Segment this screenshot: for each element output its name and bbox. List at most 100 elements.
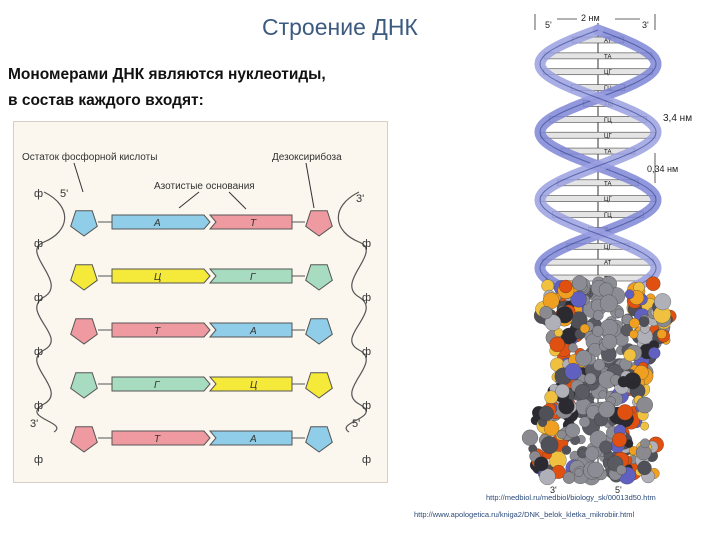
base-pair-label: ГЦ: [604, 213, 612, 219]
atom-sphere: [557, 429, 567, 440]
base-right: [208, 214, 293, 230]
strand-2-edge: [539, 29, 657, 289]
base-left: [111, 430, 211, 446]
base-pair-rung: [543, 52, 653, 60]
page-title: Строение ДНК: [262, 14, 418, 40]
base-letter-left: Ц: [154, 272, 161, 283]
end-5-top: 5': [60, 188, 68, 200]
base-letter-right: Т: [250, 218, 257, 229]
intro-text: Мономерами ДНК являются нуклеотиды, в со…: [8, 62, 326, 114]
atom-sphere: [540, 436, 559, 454]
atom-sphere: [534, 456, 549, 472]
base-letter-left: Т: [154, 326, 161, 337]
nucleotide-diagram-canvas: Остаток фосфорной кислоты Дезоксирибоза …: [22, 151, 371, 466]
base-pair-label: ЦГ: [604, 197, 612, 203]
atom-sphere: [570, 291, 587, 308]
label-bases: Азотистые основания: [154, 181, 255, 192]
atom-sphere: [640, 421, 649, 431]
strand-1-edge: [539, 29, 657, 289]
helix-end-3-bottom: 3': [550, 485, 557, 493]
atom-sphere: [585, 446, 600, 461]
sugar-left: [70, 210, 98, 237]
atom-sphere: [558, 398, 575, 415]
atom-sphere: [539, 468, 556, 486]
atom-sphere: [623, 348, 637, 362]
atom-sphere: [579, 323, 590, 334]
sugar-left: [70, 318, 98, 345]
base-letter-left: А: [153, 218, 161, 229]
backbone-right: [337, 191, 367, 433]
base-right: [208, 322, 293, 338]
atom-sphere: [584, 372, 597, 385]
base-pair-rung: [539, 195, 657, 202]
base-right: [208, 430, 293, 446]
atom-sphere: [612, 432, 627, 448]
atom-sphere: [541, 279, 555, 293]
sugar-left: [70, 372, 98, 399]
phosphate-right: ф: [362, 292, 371, 304]
base-letter-right: Ц: [250, 380, 257, 391]
atom-sphere: [579, 416, 591, 428]
atom-sphere: [638, 316, 650, 328]
phosphate-left: ф: [34, 292, 43, 304]
dna-helix-canvas: 2 нм 5' 3' 3,4 нм 0,34 нм 3' 5' АТТАЦГГЦ…: [521, 13, 692, 493]
base-pair-label: ГЦ: [604, 118, 612, 124]
atom-sphere: [564, 363, 582, 380]
label-phosphate: Остаток фосфорной кислоты: [22, 151, 157, 163]
label-pitch: 3,4 нм: [663, 113, 692, 124]
intro-line-2: в состав каждого входят:: [8, 92, 204, 109]
base-letter-right: Г: [250, 272, 257, 283]
source-link-2[interactable]: http://www.apologetica.ru/kniga2/DNK_bel…: [414, 510, 635, 519]
base-pair-rung: [543, 68, 653, 76]
phosphate-left: ф: [34, 454, 43, 466]
base-left: [111, 214, 211, 230]
phosphate-right: ф: [362, 346, 371, 358]
atom-sphere: [568, 342, 578, 353]
base-right: [208, 268, 293, 284]
atom-sphere: [574, 468, 584, 477]
atom-sphere: [640, 438, 650, 449]
atom-sphere: [592, 325, 604, 337]
atom-sphere: [601, 333, 618, 350]
atom-sphere: [575, 349, 592, 367]
atom-sphere: [599, 294, 618, 313]
base-pair-label: ТА: [604, 54, 611, 60]
atom-sphere: [562, 471, 576, 484]
phosphate-right: ф: [362, 454, 371, 466]
phosphate-right: ф: [362, 238, 371, 250]
atom-sphere: [556, 306, 574, 324]
atom-sphere: [555, 383, 570, 399]
base-letter-left: Г: [154, 380, 161, 391]
sugar-right: [305, 426, 333, 453]
sugar-right: [305, 210, 333, 237]
helix-end-5-top: 5': [545, 20, 552, 30]
end-3-top: 3': [356, 193, 364, 205]
atom-sphere: [648, 347, 661, 360]
base-letter-left: Т: [154, 434, 161, 445]
atom-sphere: [629, 317, 640, 329]
atom-sphere: [521, 429, 539, 446]
atom-sphere: [598, 282, 614, 297]
base-pair-label: АТ: [604, 261, 612, 267]
atom-sphere: [624, 372, 641, 390]
base-pair-label: ЦГ: [604, 70, 612, 76]
atom-sphere: [543, 420, 560, 436]
atom-sphere: [637, 460, 652, 476]
atom-sphere: [598, 390, 608, 399]
base-left: [111, 322, 211, 338]
phosphate-left: ф: [34, 400, 43, 412]
atom-sphere: [636, 396, 653, 414]
base-pair-label: ЦГ: [604, 245, 612, 251]
helix-end-5-bottom: 5': [615, 485, 622, 493]
backbone-left: [36, 191, 66, 433]
source-link-1[interactable]: http://medbiol.ru/medbiol/biology_sk/000…: [486, 493, 656, 502]
atom-sphere: [574, 384, 591, 400]
base-letter-right: А: [249, 434, 257, 445]
label-sugar: Дезоксирибоза: [272, 151, 342, 163]
atom-sphere: [571, 275, 588, 291]
atom-sphere: [593, 358, 606, 371]
base-right: [208, 376, 293, 392]
end-5-bottom: 5': [352, 418, 360, 430]
atom-sphere: [617, 404, 634, 421]
atom-sphere: [616, 464, 627, 476]
